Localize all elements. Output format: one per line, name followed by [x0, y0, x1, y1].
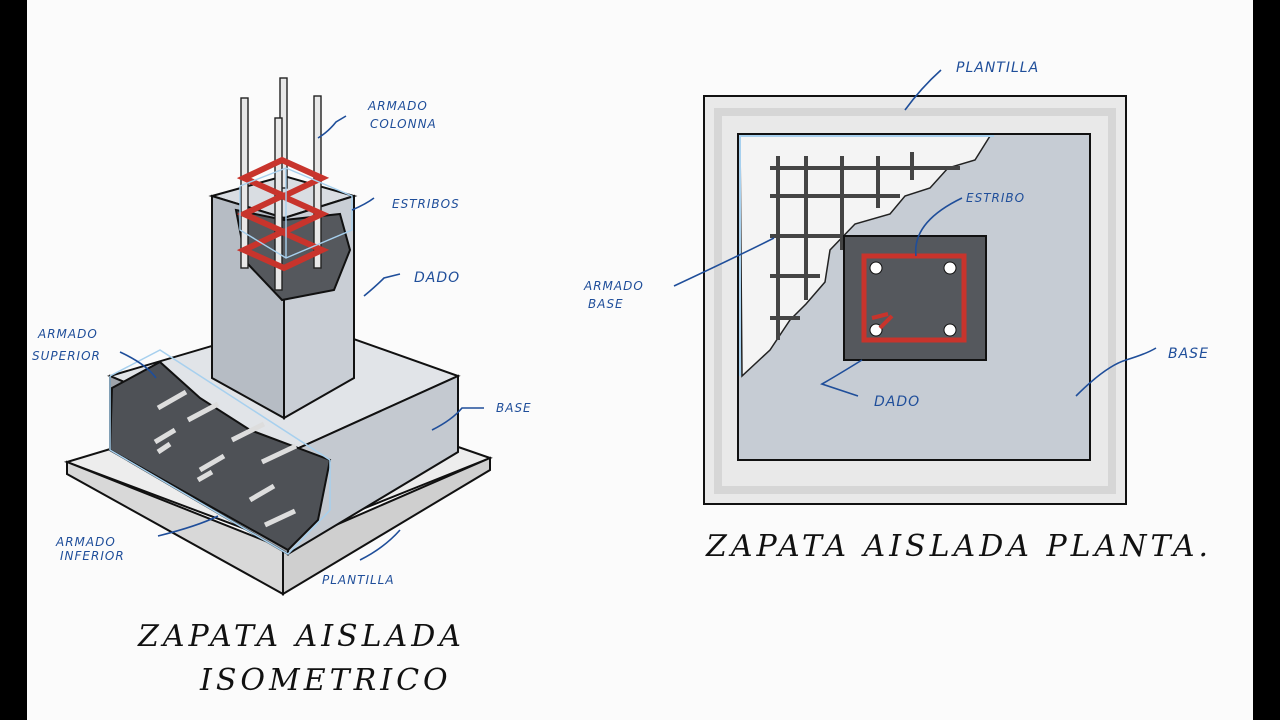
title-iso-line2: ISOMETRICO: [199, 663, 452, 698]
label-base: BASE: [496, 401, 532, 415]
plan-label-armado-base-l1: ARMADO: [583, 279, 644, 293]
iso-armado-inferior-bars: [153, 427, 297, 528]
plan-armado-base-grid: [770, 152, 960, 340]
iso-armado-superior-bars: [156, 389, 298, 465]
label-armado-colonna-l1: ARMADO: [367, 99, 428, 113]
plan-label-base: BASE: [1168, 346, 1209, 362]
label-dado: DADO: [414, 270, 460, 286]
plan-estribo: [861, 253, 967, 343]
plan-label-plantilla: PLANTILLA: [956, 60, 1039, 76]
label-armado-superior-l1: ARMADO: [37, 327, 98, 341]
plan-view: PLANTILLA ESTRIBO ARMADO BASE DADO BASE …: [583, 60, 1212, 564]
plan-label-armado-base-l2: BASE: [588, 297, 624, 311]
label-armado-superior-l2: SUPERIOR: [32, 349, 101, 363]
isometric-view: ARMADO COLONNA ESTRIBOS DADO ARMADO SUPE…: [32, 77, 532, 698]
iso-dado-column: [208, 174, 358, 420]
label-estribos: ESTRIBOS: [392, 197, 460, 211]
title-plan: ZAPATA AISLADA PLANTA.: [705, 529, 1212, 564]
label-armado-inferior-l2: INFERIOR: [60, 549, 125, 563]
label-armado-inferior-l1: ARMADO: [55, 535, 116, 549]
plan-label-dado: DADO: [874, 394, 920, 410]
plan-label-estribo: ESTRIBO: [966, 191, 1025, 205]
iso-estribos: [236, 156, 330, 272]
label-armado-colonna-l2: COLONNA: [370, 117, 437, 131]
label-plantilla: PLANTILLA: [322, 573, 395, 587]
title-iso-line1: ZAPATA AISLADA: [137, 619, 465, 654]
